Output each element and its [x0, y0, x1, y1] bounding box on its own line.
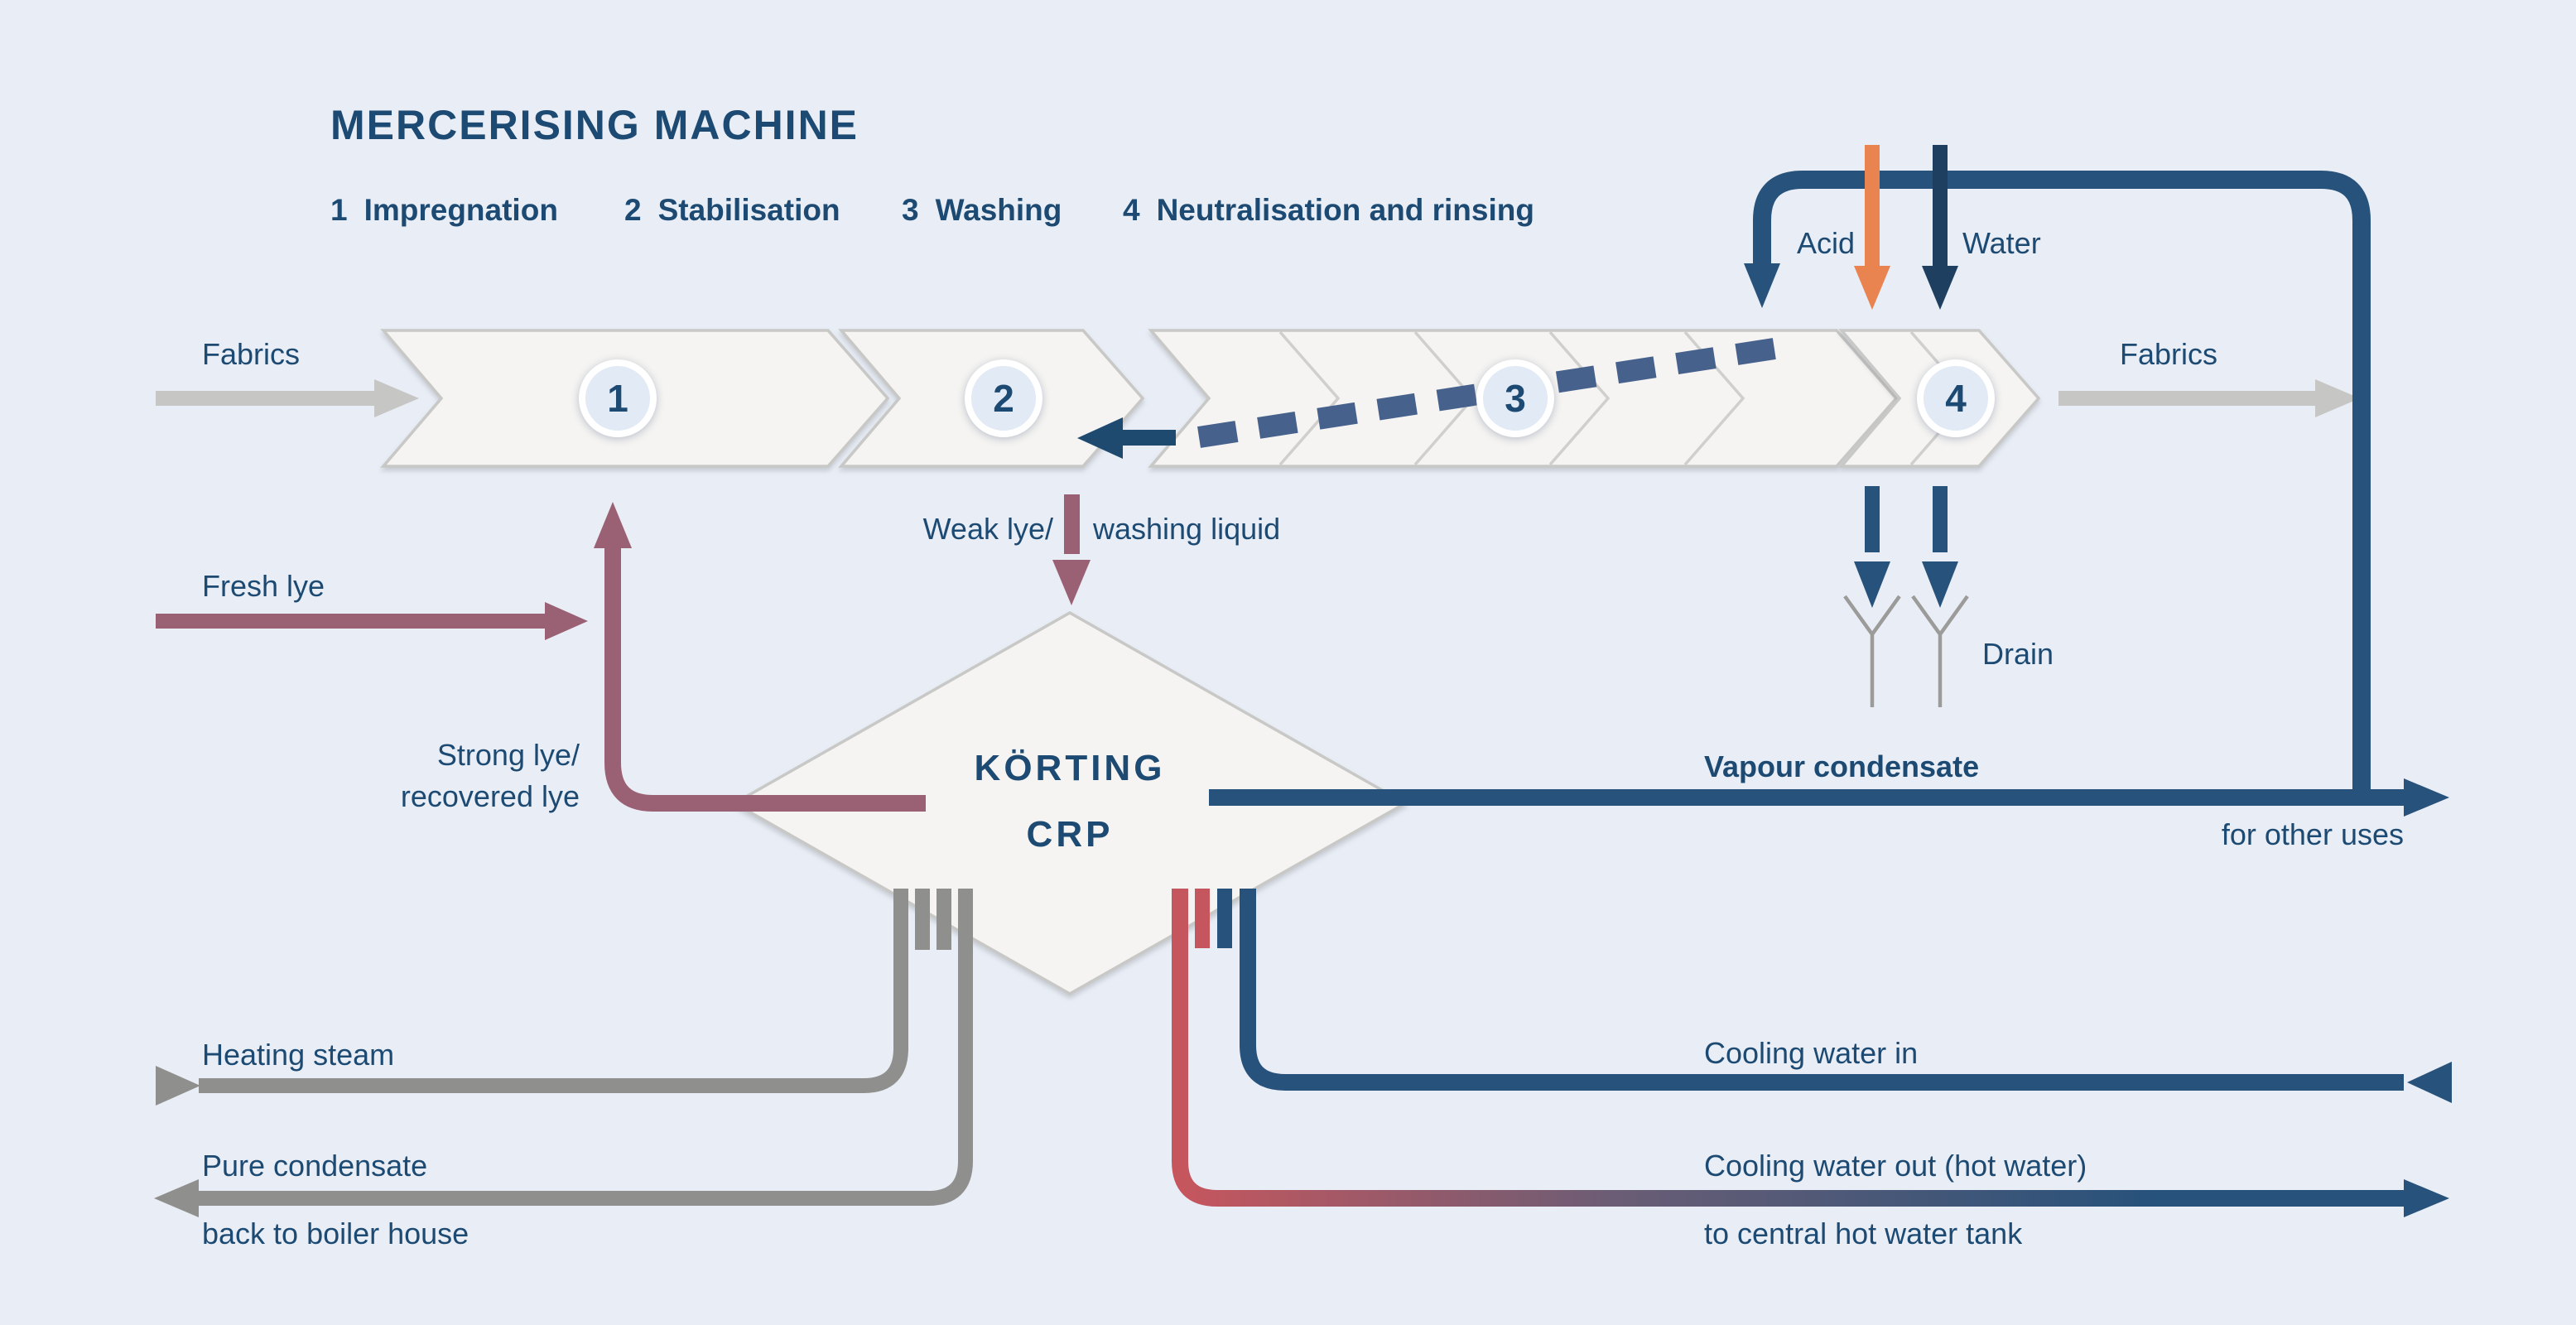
strong-lye-path: [604, 545, 926, 812]
weak-lye-arrowhead: [1052, 560, 1091, 605]
fabrics-in-label: Fabrics: [202, 337, 300, 371]
heating-steam-arrowhead: [156, 1066, 200, 1106]
washing-liquid-label: washing liquid: [1092, 512, 1280, 546]
strong-lye-label: Strong lye/: [437, 738, 580, 772]
device-name: KÖRTING: [975, 748, 1166, 788]
drain-arrowhead: [1854, 561, 1890, 608]
fabrics-in-bar: [156, 391, 374, 406]
vapour-condensate-line: Vapour condensate for other uses: [1209, 749, 2449, 851]
stage-4-number: 4: [1945, 377, 1967, 420]
condensate-recycle-pipe: [1744, 171, 2371, 789]
fabrics-in-arrowhead: [374, 379, 419, 417]
drain-funnel-icon: [1911, 595, 1969, 707]
water-inlet: Water: [1922, 145, 2041, 310]
machine-connection-bars: [915, 889, 1232, 950]
recirculation-solid-dash: [1123, 430, 1176, 446]
acid-arrowhead: [1854, 266, 1890, 310]
acid-inlet: Acid: [1797, 145, 1890, 310]
heating-steam-pipe: Heating steam: [156, 889, 908, 1106]
cooling-water-in-pipe: Cooling water in: [1240, 889, 2452, 1103]
pure-condensate-path: [199, 889, 973, 1206]
recirculation-dashed-line: [1197, 336, 1787, 448]
stage-markers: 1 2 3 4: [579, 359, 1995, 437]
cooling-out-label: Cooling water out (hot water): [1704, 1149, 2087, 1183]
device-model: CRP: [1027, 814, 1114, 855]
strong-lye-pipe: Strong lye/ recovered lye: [401, 502, 926, 813]
diagram-title: MERCERISING MACHINE: [330, 102, 859, 148]
stage-4-circle: [1917, 359, 1995, 437]
drain-funnel-icon: [1843, 595, 1901, 707]
pure-condensate-pipe: Pure condensate back to boiler house: [154, 889, 973, 1250]
stage-3-separator: [1278, 330, 1341, 466]
cooling-connection-bar: [1195, 889, 1210, 948]
drain-arrowhead: [1922, 561, 1958, 608]
fabrics-inlet-arrow: Fabrics: [156, 337, 419, 417]
stage-1-circle: [579, 359, 657, 437]
top-pipe: [1753, 171, 2371, 789]
heating-steam-label: Heating steam: [202, 1038, 394, 1072]
weak-lye-label: Weak lye/: [923, 512, 1053, 546]
acid-label: Acid: [1797, 226, 1855, 260]
stage-3-separator: [1548, 330, 1611, 466]
fabrics-out-arrowhead: [2315, 379, 2360, 417]
acid-bar: [1865, 145, 1880, 266]
fabrics-outlet-arrow: Fabrics: [2058, 337, 2360, 417]
pure-condensate-arrowhead: [154, 1179, 199, 1217]
steam-connection-bar: [937, 889, 951, 950]
weak-lye-arrow: Weak lye/ washing liquid: [923, 494, 1280, 605]
cooling-in-label: Cooling water in: [1704, 1036, 1918, 1070]
fresh-lye-bar: [156, 614, 545, 629]
top-pipe-down-arrowhead: [1744, 263, 1780, 308]
vapour-condensate-arrowhead: [2404, 778, 2449, 817]
stage-1-number: 1: [607, 377, 628, 420]
fresh-lye-arrowhead: [545, 602, 588, 640]
cooling-out-path: [1172, 889, 2404, 1207]
recovered-lye-label: recovered lye: [401, 779, 580, 813]
recirculation-arrowhead: [1077, 417, 1123, 459]
water-bar: [1933, 145, 1948, 266]
cooling-water-out-pipe: Cooling water out (hot water) to central…: [1172, 889, 2449, 1250]
back-to-boiler-label: back to boiler house: [202, 1217, 469, 1250]
strong-lye-arrowhead: [594, 502, 632, 548]
steam-connection-bar: [915, 889, 930, 950]
fresh-lye-arrow: Fresh lye: [156, 569, 588, 640]
weak-lye-bar: [1064, 494, 1080, 554]
fresh-lye-label: Fresh lye: [202, 569, 325, 603]
stage-3-circle: [1476, 359, 1554, 437]
fabrics-out-bar: [2058, 391, 2315, 406]
fabrics-out-label: Fabrics: [2120, 337, 2217, 371]
drain-outlets: Drain: [1843, 486, 2054, 707]
stage-2-circle: [965, 359, 1042, 437]
water-label: Water: [1962, 226, 2041, 260]
water-arrowhead: [1922, 266, 1958, 310]
drain-label: Drain: [1982, 637, 2054, 671]
stage-3-number: 3: [1505, 377, 1526, 420]
for-other-uses-label: for other uses: [2222, 817, 2404, 851]
cooling-out-arrowhead: [2404, 1179, 2449, 1217]
stage-2-number: 2: [993, 377, 1014, 420]
drain-bar: [1933, 486, 1948, 552]
to-hot-water-tank-label: to central hot water tank: [1704, 1217, 2023, 1250]
heating-steam-path: [199, 889, 908, 1093]
cooling-connection-bar: [1217, 889, 1232, 948]
cooling-in-arrowhead: [2407, 1062, 2452, 1103]
cooling-in-path: [1240, 889, 2404, 1091]
vapour-condensate-label: Vapour condensate: [1704, 749, 1979, 783]
drain-bar: [1865, 486, 1880, 552]
weak-lye-recirculation-arrow: [1077, 336, 1787, 459]
pure-condensate-label: Pure condensate: [202, 1149, 427, 1183]
